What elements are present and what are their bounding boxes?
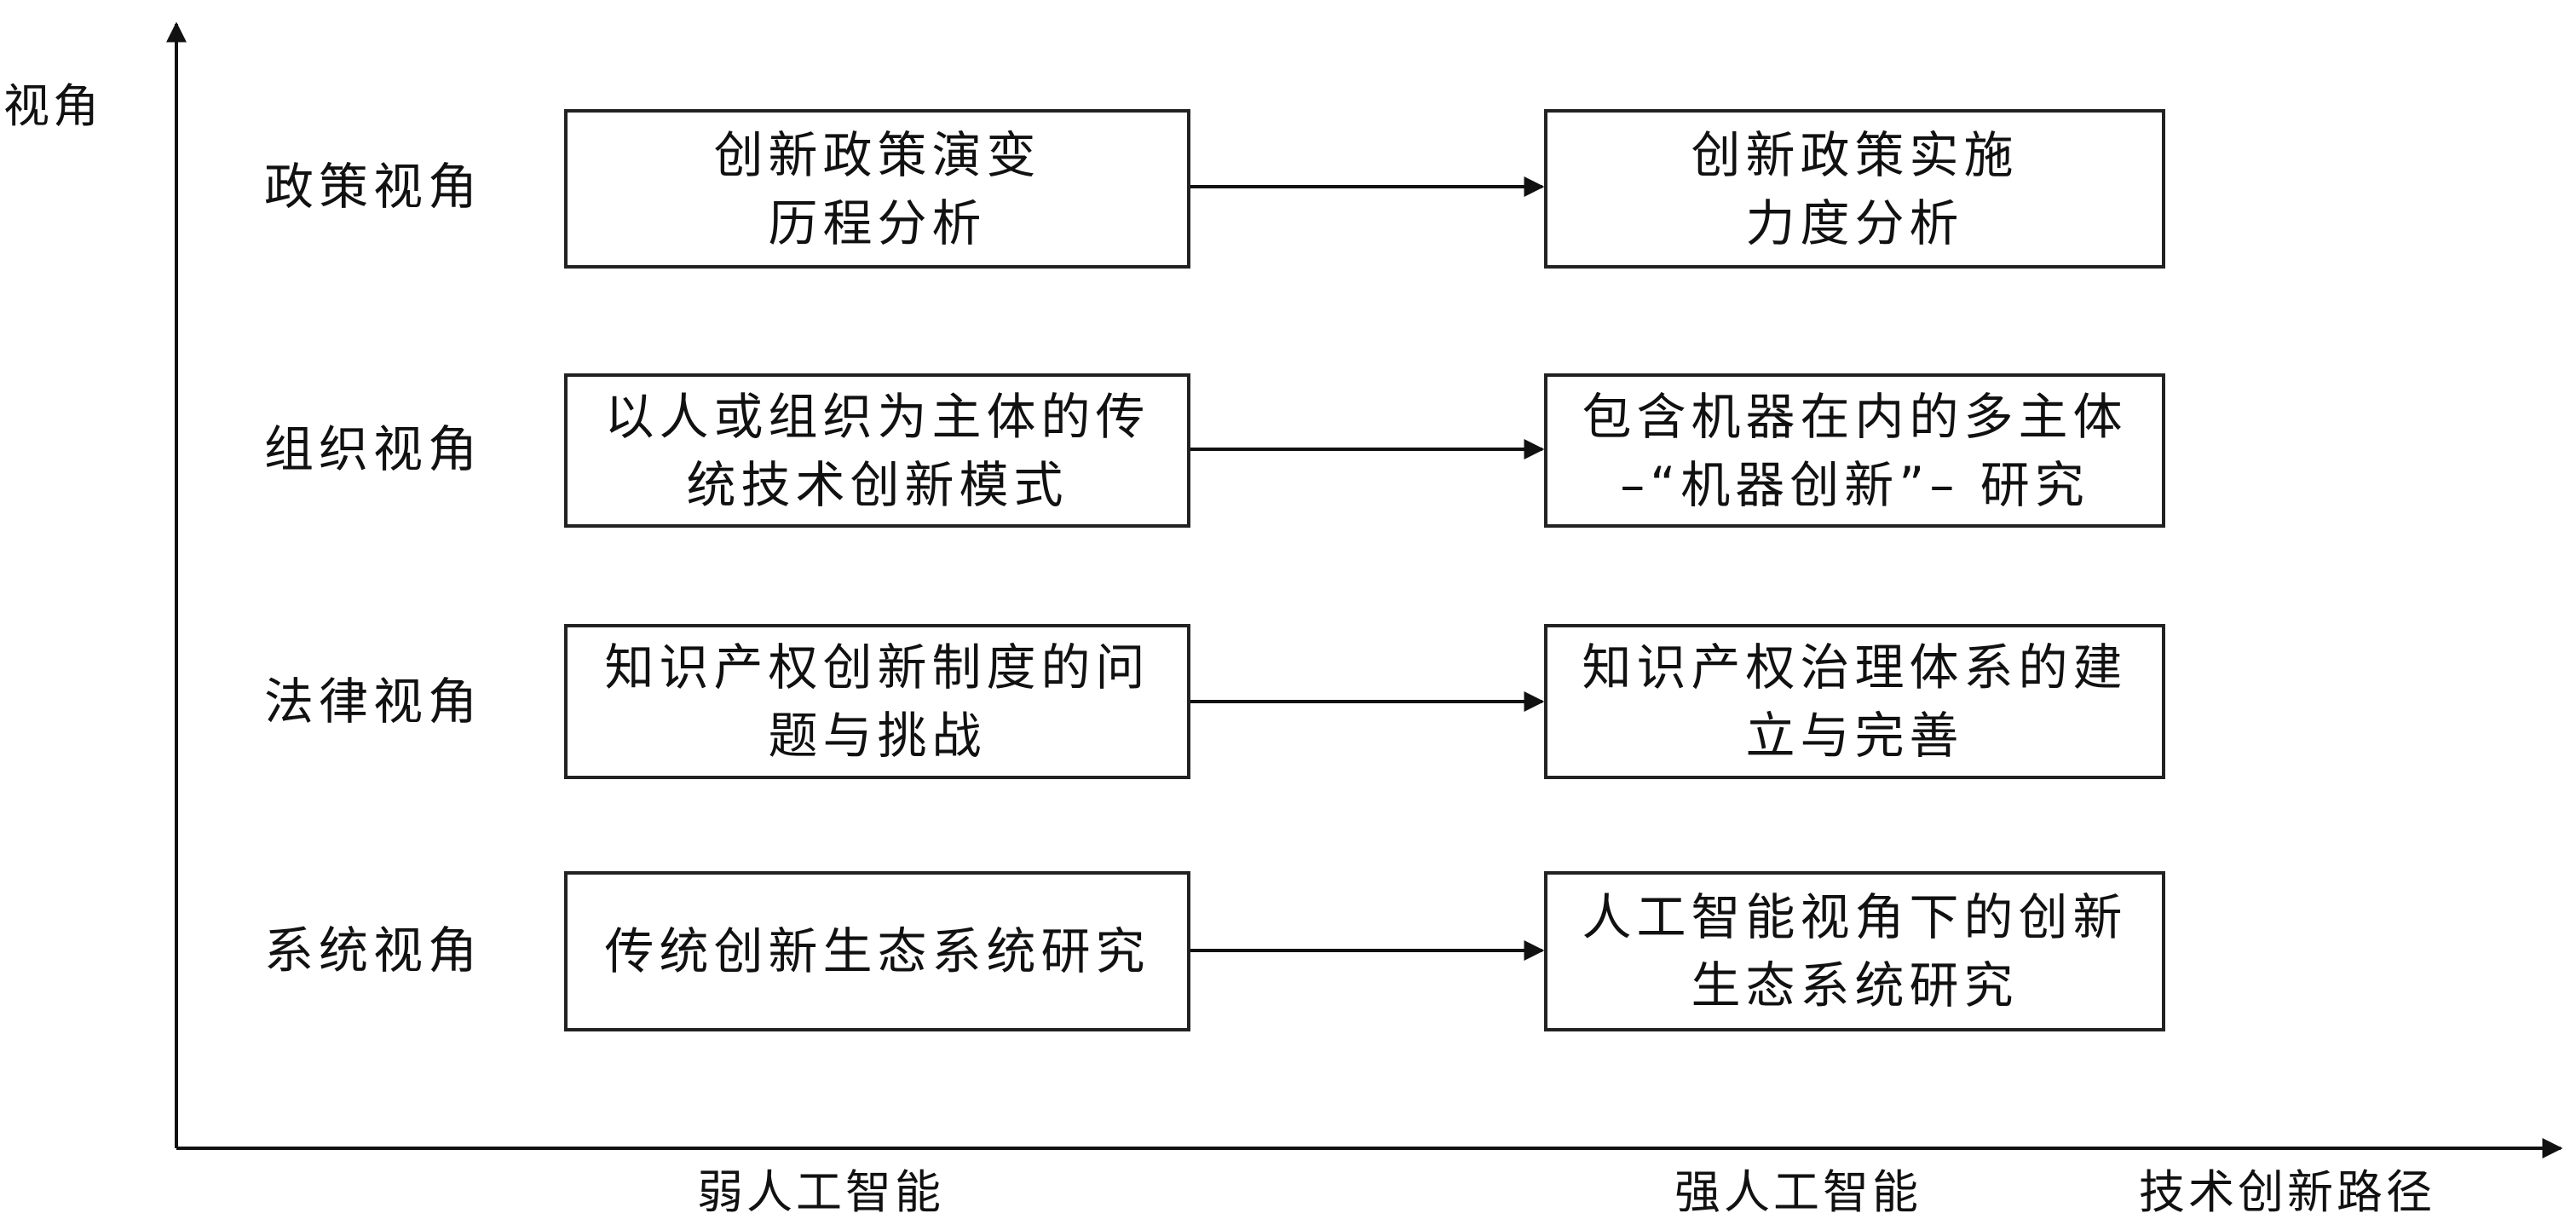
box-policy-strong: 创新政策实施 力度分析 xyxy=(1544,109,2165,269)
perspective-organization: 组织视角 xyxy=(264,420,483,478)
box-policy-weak: 创新政策演变 历程分析 xyxy=(564,109,1190,269)
x-tick-strong-ai: 强人工智能 xyxy=(1674,1165,1922,1219)
box-line: 创新政策演变 xyxy=(713,125,1041,184)
box-line: 人工智能视角下的创新 xyxy=(1582,888,2128,946)
box-line: 包含机器在内的多主体 xyxy=(1582,387,2128,446)
box-legal-weak: 知识产权创新制度的问 题与挑战 xyxy=(564,624,1190,779)
box-line: 统技术创新模式 xyxy=(686,455,1069,514)
box-line: 力度分析 xyxy=(1745,194,1964,252)
box-line: 知识产权治理体系的建 xyxy=(1582,638,2128,696)
box-line: 题与挑战 xyxy=(768,707,987,765)
box-line: 以人或组织为主体的传 xyxy=(604,387,1150,446)
x-tick-weak-ai: 弱人工智能 xyxy=(697,1165,944,1219)
box-system-weak: 传统创新生态系统研究 xyxy=(564,871,1190,1031)
perspective-legal: 法律视角 xyxy=(264,673,483,731)
box-line: 创新政策实施 xyxy=(1691,125,2019,184)
box-organization-strong: 包含机器在内的多主体 –“机器创新”– 研究 xyxy=(1544,373,2165,528)
box-legal-strong: 知识产权治理体系的建 立与完善 xyxy=(1544,624,2165,779)
perspective-policy: 政策视角 xyxy=(264,158,483,216)
box-system-strong: 人工智能视角下的创新 生态系统研究 xyxy=(1544,871,2165,1031)
box-organization-weak: 以人或组织为主体的传 统技术创新模式 xyxy=(564,373,1190,528)
x-axis-label: 技术创新路径 xyxy=(2139,1165,2435,1219)
box-line: 生态系统研究 xyxy=(1691,956,2019,1014)
box-line: –“机器创新”– 研究 xyxy=(1620,455,2089,514)
box-line: 传统创新生态系统研究 xyxy=(604,922,1150,980)
box-line: 立与完善 xyxy=(1745,707,1964,765)
box-line: 历程分析 xyxy=(768,194,987,252)
box-line: 知识产权创新制度的问 xyxy=(604,638,1150,696)
y-axis-label: 视角 xyxy=(3,79,102,133)
perspective-system: 系统视角 xyxy=(264,921,483,979)
